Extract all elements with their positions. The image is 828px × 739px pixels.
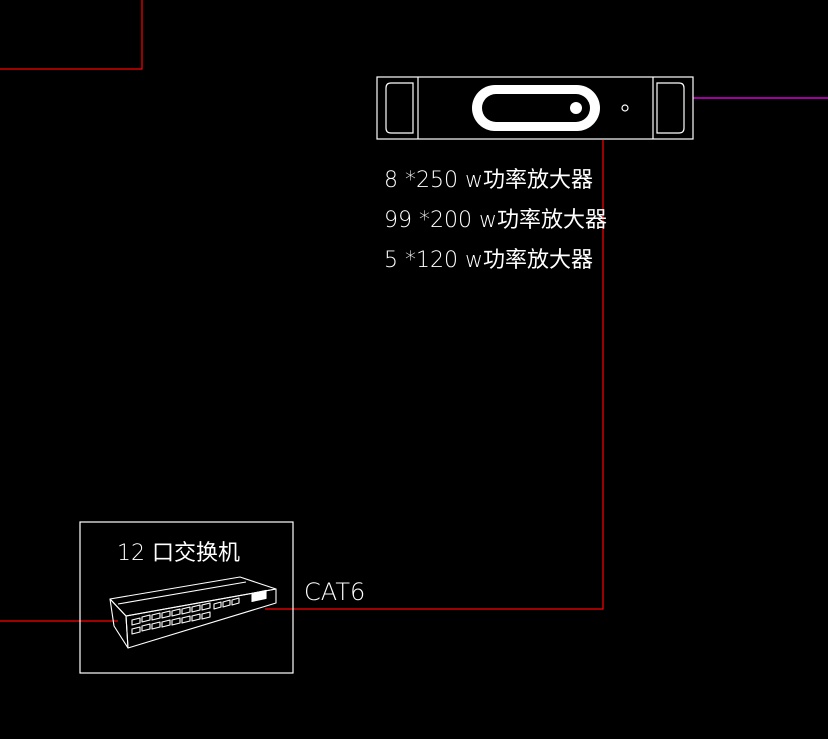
switch-label: 12 口交换机 — [117, 541, 240, 566]
amplifier-spec-line: 5 *120 w功率放大器 — [384, 248, 593, 273]
amplifier-spec-line: 99 *200 w功率放大器 — [384, 208, 607, 233]
amplifier-spec-line: 8 *250 w功率放大器 — [384, 168, 593, 193]
offscreen-frame-corner — [0, 0, 143, 70]
cat6-cable-line[interactable] — [265, 140, 604, 610]
network-switch-block[interactable]: 12 口交换机 — [79, 521, 294, 674]
power-amplifier-icon[interactable] — [376, 76, 694, 140]
cable-label: CAT6 — [304, 578, 365, 606]
amplifier-spec-list: 8 *250 w功率放大器 99 *200 w功率放大器 5 *120 w功率放… — [384, 168, 607, 273]
network-switch-icon — [109, 576, 277, 649]
